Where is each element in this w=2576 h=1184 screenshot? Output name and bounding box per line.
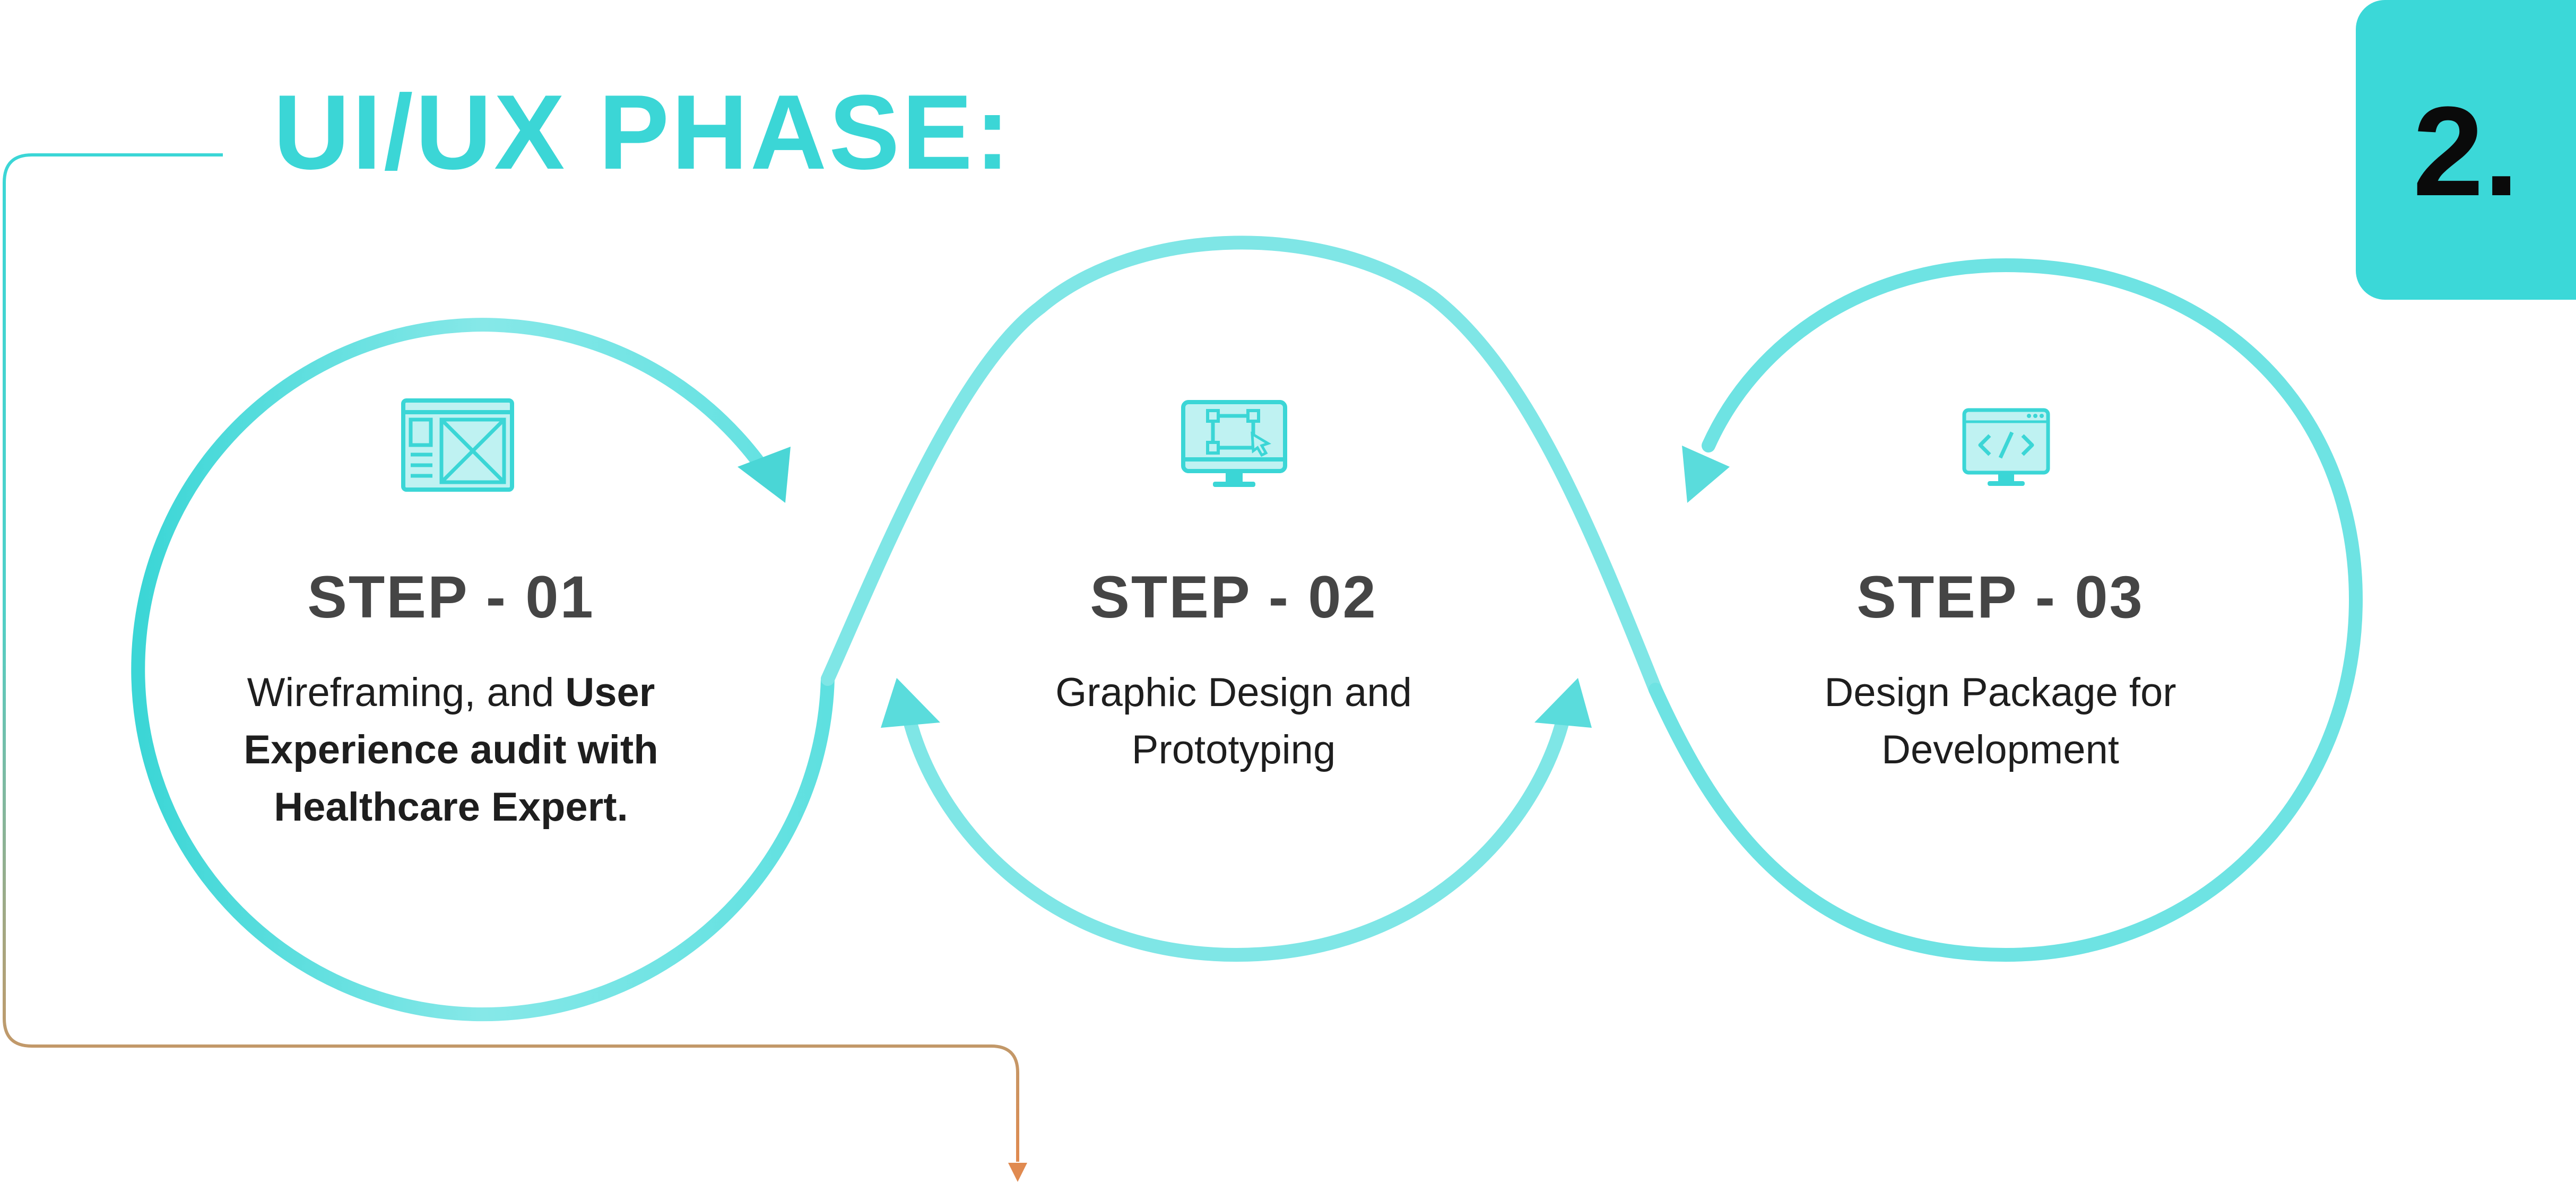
phase-number-badge: 2.: [2356, 0, 2576, 300]
code-monitor-icon: [1962, 408, 2050, 486]
step-02: STEP - 02 Graphic Design and Prototyping: [995, 568, 1472, 779]
step-03-desc-plain: Design Package for Development: [1824, 670, 2176, 772]
arrowhead-step-02-left: [881, 678, 940, 728]
step-01: STEP - 01 Wireframing, and User Experien…: [212, 568, 690, 836]
step-02-bottom-arc: [900, 704, 1572, 962]
wireframe-layout-icon: [401, 398, 514, 492]
step-03: STEP - 03 Design Package for Development: [1762, 568, 2239, 779]
phase-number: 2.: [2413, 80, 2519, 222]
s-curve-1-2: [821, 236, 1662, 697]
step-01-description: Wireframing, and User Experience audit w…: [212, 664, 690, 836]
arrowhead-step-01: [738, 447, 791, 503]
step-02-description: Graphic Design and Prototyping: [995, 664, 1472, 779]
step-01-desc-plain: Wireframing, and: [247, 670, 566, 715]
s-curve-2-3: [1649, 258, 2363, 962]
step-03-title: STEP - 03: [1857, 564, 2144, 630]
monitor-design-icon: [1181, 400, 1287, 487]
arrowhead-step-02-right: [1534, 678, 1592, 728]
step-01-title: STEP - 01: [307, 564, 595, 630]
arrowhead-step-03: [1682, 446, 1730, 503]
step-03-description: Design Package for Development: [1762, 664, 2239, 779]
flow-connector-line: [3, 153, 1019, 1162]
step-01-arc: [131, 318, 835, 1022]
step-02-title: STEP - 02: [1090, 564, 1377, 630]
flow-arrow-down: [1008, 1163, 1027, 1182]
phase-title: UI/UX PHASE:: [273, 73, 1012, 191]
step-02-desc-plain: Graphic Design and Prototyping: [1055, 670, 1412, 772]
step-01-desc-bold: User Experience audit with Healthcare Ex…: [244, 670, 658, 830]
